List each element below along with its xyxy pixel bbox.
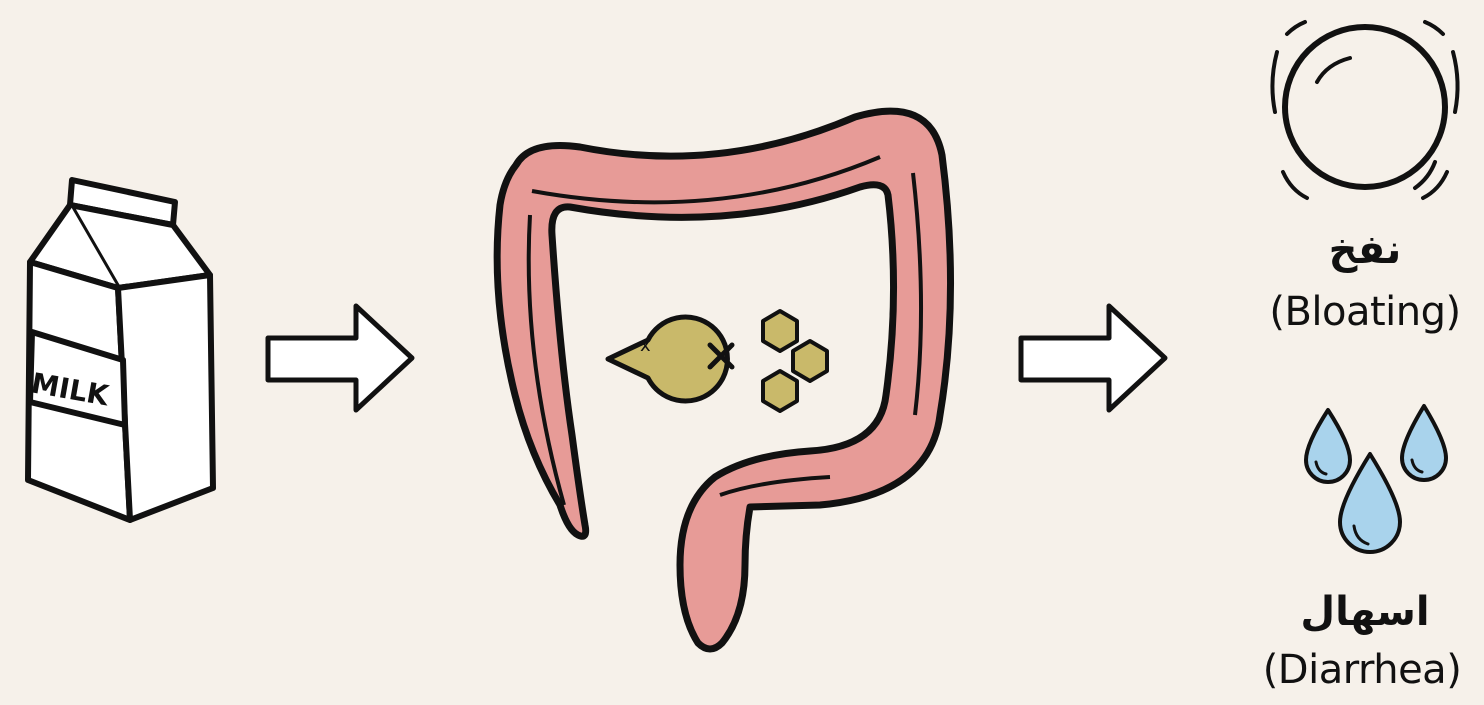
bloating-english-label: (Bloating)	[1235, 292, 1484, 332]
lactose-molecule-icon	[763, 311, 827, 411]
bloating-circle-icon	[1265, 12, 1465, 212]
svg-text:x: x	[640, 335, 651, 356]
diarrhea-arabic-label: اسهال	[1235, 592, 1484, 632]
arrow-right-icon-2	[1015, 300, 1175, 418]
diarrhea-english-label: (Diarrhea)	[1232, 650, 1484, 690]
enzyme-icon: x	[608, 317, 727, 401]
colon-icon: x	[460, 95, 970, 655]
water-drops-icon	[1290, 398, 1460, 578]
milk-carton-icon: MILK	[10, 170, 225, 530]
arrow-right-icon	[262, 300, 422, 418]
bloating-arabic-label: نفخ	[1235, 230, 1484, 270]
